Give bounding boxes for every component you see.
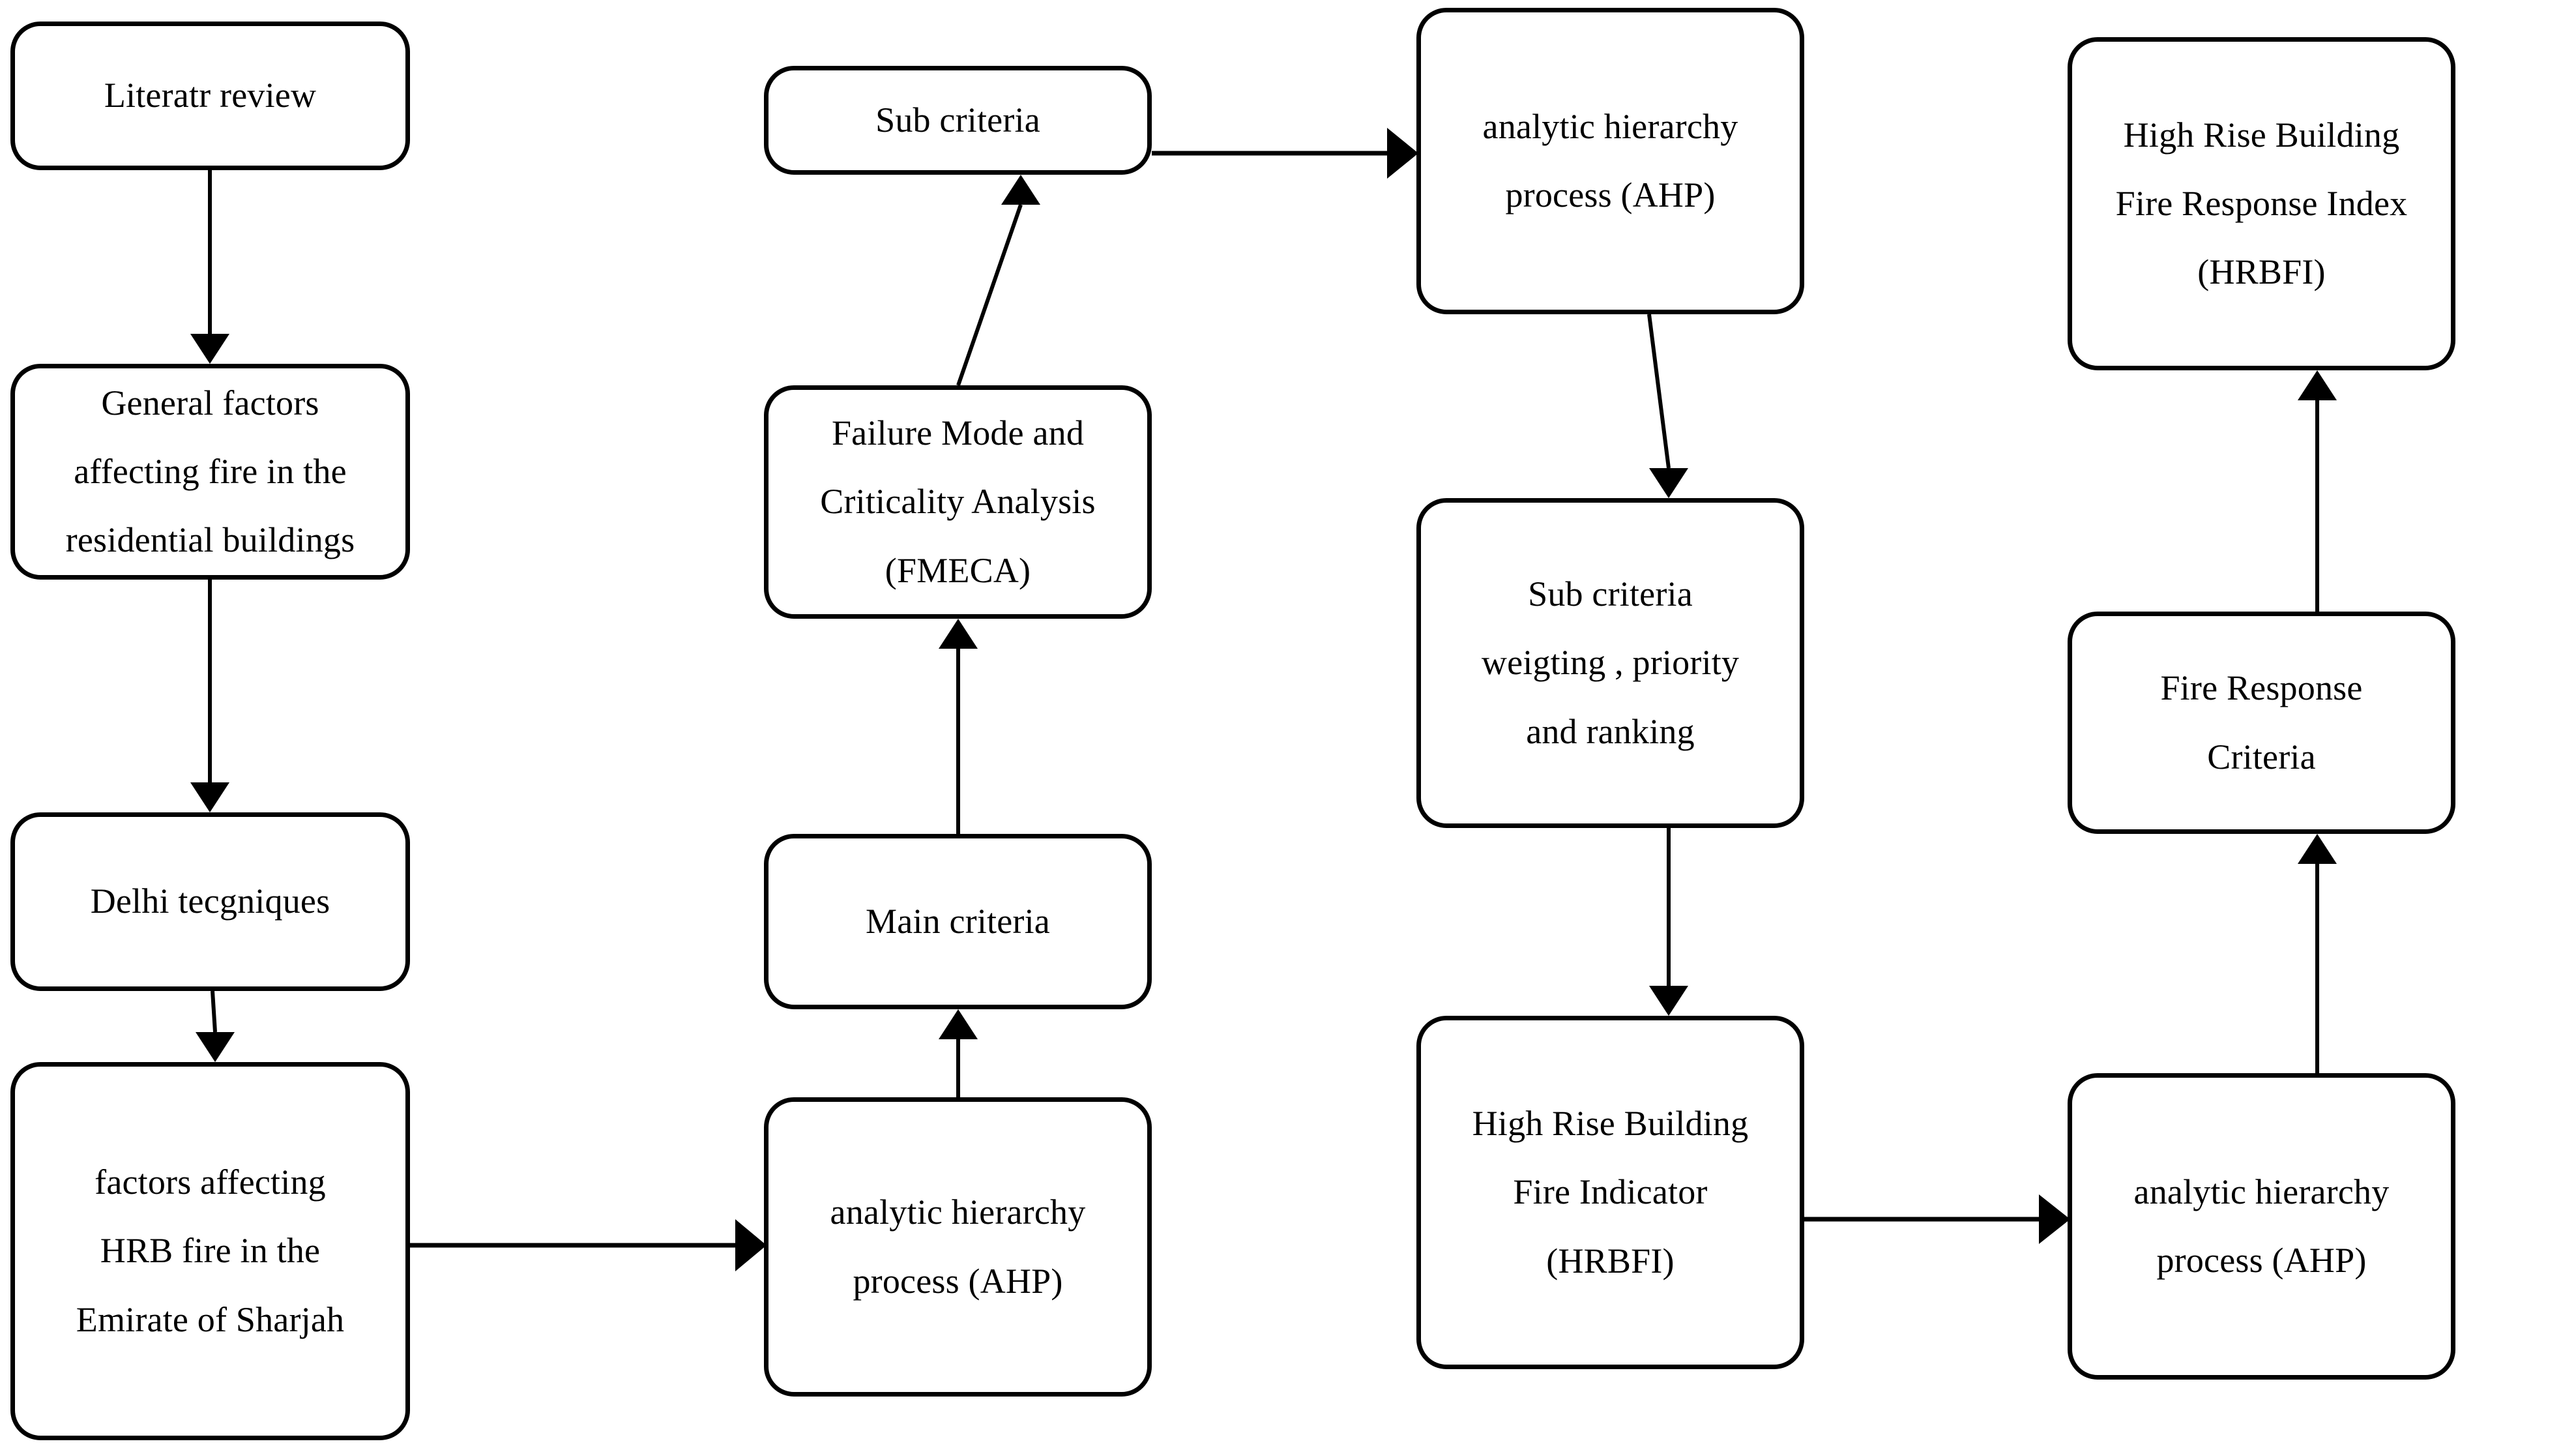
node-line: Failure Mode and [831, 413, 1085, 453]
node-fmeca[interactable]: Failure Mode and Criticality Analysis (F… [764, 385, 1152, 619]
node-line: Criticality Analysis [820, 482, 1096, 522]
connector-ahp2-to-main [939, 1009, 978, 1097]
node-line: Delhi tecgniques [90, 881, 330, 921]
node-line: (FMECA) [885, 550, 1031, 590]
node-hrbfi-index[interactable]: High Rise Building Fire Response Index (… [2068, 37, 2455, 370]
node-sub-criteria-weigting[interactable]: Sub criteria weigting , priority and ran… [1416, 498, 1804, 828]
node-line: process (AHP) [853, 1261, 1063, 1301]
node-line: Sub criteria [1528, 574, 1693, 614]
connector-sub-to-ahp3 [1152, 128, 1418, 179]
node-line: (HRBFI) [1546, 1241, 1675, 1280]
connector-hrbfi-to-ahp4 [1804, 1194, 2070, 1244]
node-line: and ranking [1526, 711, 1695, 751]
connector-delhi-to-factors [196, 990, 235, 1062]
node-line: analytic hierarchy [1482, 106, 1738, 146]
node-line: High Rise Building [2123, 115, 2400, 155]
node-line: weigting , priority [1481, 643, 1740, 683]
node-ahp-col3-top[interactable]: analytic hierarchy process (AHP) [1416, 8, 1804, 314]
node-line: analytic hierarchy [830, 1192, 1086, 1232]
node-line: residential buildings [65, 520, 355, 560]
connector-general-to-delhi [190, 580, 229, 812]
node-line: High Rise Building [1472, 1104, 1749, 1144]
connector-ahp3-to-weigting [1647, 314, 1688, 498]
node-ahp-col4-bottom[interactable]: analytic hierarchy process (AHP) [2068, 1073, 2455, 1380]
connector-literature-to-general [190, 170, 229, 364]
node-line: Criteria [2207, 737, 2316, 777]
node-sub-criteria[interactable]: Sub criteria [764, 66, 1152, 175]
node-literature-review[interactable]: Literatr review [10, 22, 410, 170]
node-line: Emirate of Sharjah [76, 1299, 345, 1339]
node-line: process (AHP) [1505, 175, 1716, 215]
node-line: HRB fire in the [100, 1231, 321, 1271]
node-line: Fire Response [2160, 668, 2363, 708]
connector-ahp4-to-criteria [2298, 834, 2337, 1073]
node-hrbfi-indicator[interactable]: High Rise Building Fire Indicator (HRBFI… [1416, 1016, 1804, 1369]
node-line: analytic hierarchy [2133, 1172, 2390, 1211]
node-line: Literatr review [104, 76, 317, 115]
node-line: Main criteria [866, 901, 1050, 941]
node-line: process (AHP) [2156, 1241, 2367, 1280]
connector-weigting-to-hrbfi [1649, 828, 1688, 1016]
node-line: Fire Response Index [2115, 183, 2408, 223]
node-line: General factors [101, 383, 319, 422]
connector-criteria-to-index [2298, 370, 2337, 612]
node-fire-response-criteria[interactable]: Fire Response Criteria [2068, 612, 2455, 834]
node-main-criteria[interactable]: Main criteria [764, 834, 1152, 1009]
connector-fmeca-to-sub [956, 175, 1040, 386]
node-factors-affecting-hrb-sharjah[interactable]: factors affecting HRB fire in the Emirat… [10, 1062, 410, 1440]
node-ahp-col2[interactable]: analytic hierarchy process (AHP) [764, 1097, 1152, 1397]
node-line: factors affecting [95, 1162, 326, 1202]
node-line: (HRBFI) [2197, 252, 2326, 292]
node-line: Fire Indicator [1513, 1172, 1708, 1212]
node-line: Sub criteria [875, 100, 1040, 140]
node-line: affecting fire in the [74, 451, 347, 491]
node-general-factors[interactable]: General factors affecting fire in the re… [10, 364, 410, 580]
connector-factors-to-ahp2 [410, 1219, 767, 1271]
connector-main-to-fmeca [939, 619, 978, 834]
node-delhi-tecgniques[interactable]: Delhi tecgniques [10, 812, 410, 991]
